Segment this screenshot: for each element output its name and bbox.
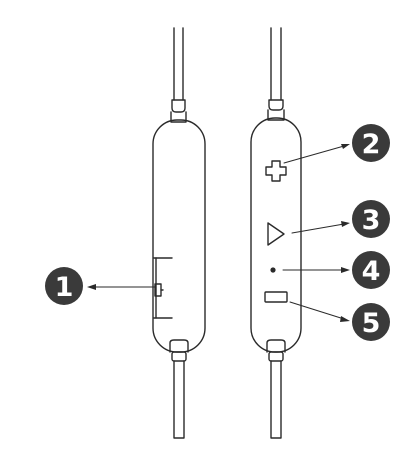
- callout-badge-4: 4: [352, 251, 390, 289]
- callout-badge-1: 1: [45, 267, 83, 305]
- callout-number-4: 4: [362, 256, 381, 287]
- volume-down-button: [264, 291, 288, 303]
- arrowhead-4: [341, 267, 350, 273]
- arrowhead-5: [340, 316, 350, 322]
- upper-cable-right: [270, 27, 282, 101]
- lower-strain-relief-right: [266, 339, 286, 353]
- arrowhead-1: [87, 284, 96, 290]
- arrowhead-3: [341, 221, 350, 227]
- remote-body-side: [152, 119, 206, 353]
- side-slider-switch: [153, 257, 173, 319]
- remote-side-view: [152, 27, 206, 439]
- lower-cable-left: [173, 360, 185, 439]
- leader-lines: [93, 145, 345, 320]
- volume-up-button: [265, 160, 287, 182]
- leader-line-5: [289, 301, 345, 320]
- leader-line-3: [291, 223, 345, 234]
- upper-strain-relief-right: [268, 99, 284, 111]
- remote-front-view: [250, 27, 302, 439]
- callout-badge-2: 2: [352, 124, 390, 162]
- callout-number-3: 3: [362, 205, 381, 236]
- callout-number-1: 1: [55, 272, 74, 303]
- upper-cable-left: [173, 27, 184, 101]
- callout-number-2: 2: [362, 129, 381, 160]
- callout-badge-3: 3: [352, 200, 390, 238]
- microphone-hole: [270, 267, 276, 273]
- play-pause-button: [267, 222, 285, 246]
- lower-strain-relief-left: [169, 339, 189, 353]
- arrowhead-2: [341, 144, 350, 149]
- callout-number-5: 5: [362, 308, 381, 339]
- callout-badge-5: 5: [352, 303, 390, 341]
- upper-strain-relief-left: [171, 99, 186, 113]
- remote-body-front: [250, 117, 302, 353]
- lower-cable-right: [270, 360, 282, 439]
- leader-line-2: [283, 145, 345, 164]
